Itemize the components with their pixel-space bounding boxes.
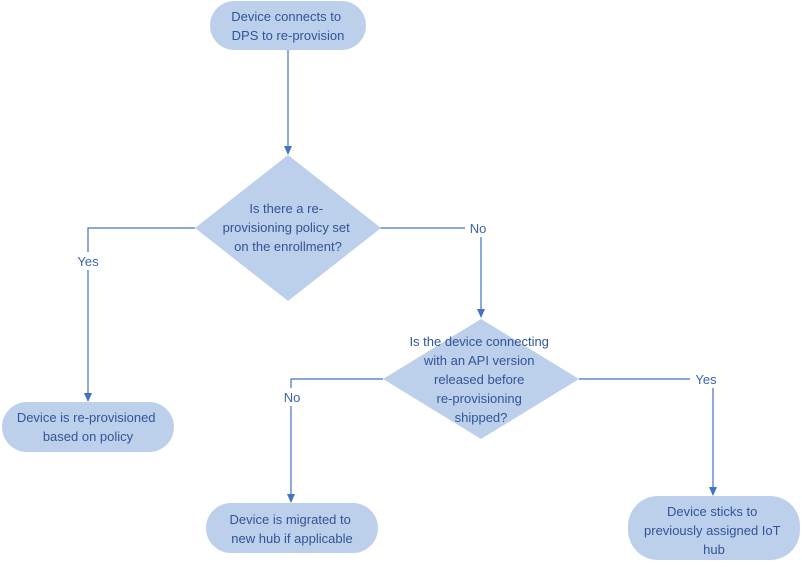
svg-text:No: No: [284, 390, 301, 405]
edge-api-yes: [579, 378, 717, 496]
node-migrated: Device is migrated to new hub if applica…: [206, 503, 378, 553]
node-decision-policy: Is there a re- provisioning policy set o…: [195, 155, 381, 301]
svg-text:No: No: [470, 221, 487, 236]
edge-label-api-yes: Yes: [690, 370, 722, 388]
svg-text:Device is re-provisioned: Device is re-provisioned based on policy: [17, 410, 159, 444]
svg-text:Yes: Yes: [77, 254, 99, 269]
edge-policy-yes: [84, 227, 195, 402]
edges: [84, 50, 717, 503]
node-reprovisioned: Device is re-provisioned based on policy: [2, 402, 174, 452]
svg-text:Is the device connecting: Is the device connecting with an API ver…: [409, 334, 552, 425]
svg-text:Device connects to DPS t: Device connects to DPS to re-provision: [231, 9, 344, 43]
node-decision-api: Is the device connecting with an API ver…: [383, 319, 579, 439]
node-sticks: Device sticks to previously assigned IoT…: [628, 496, 800, 560]
svg-text:Device sticks to previou: Device sticks to previously assigned IoT…: [644, 504, 784, 557]
svg-text:Is there a re- provision: Is there a re- provisioning policy set o…: [223, 201, 354, 254]
edge-policy-no: [380, 227, 485, 318]
edge-label-policy-no: No: [465, 219, 491, 237]
svg-text:Yes: Yes: [695, 372, 717, 387]
edge-label-policy-yes: Yes: [72, 252, 104, 270]
edge-label-api-no: No: [279, 388, 305, 406]
edge-api-no: [287, 378, 383, 503]
node-start: Device connects to DPS to re-provision: [210, 1, 366, 50]
svg-text:Device is migrated to ne: Device is migrated to new hub if applica…: [229, 512, 354, 546]
